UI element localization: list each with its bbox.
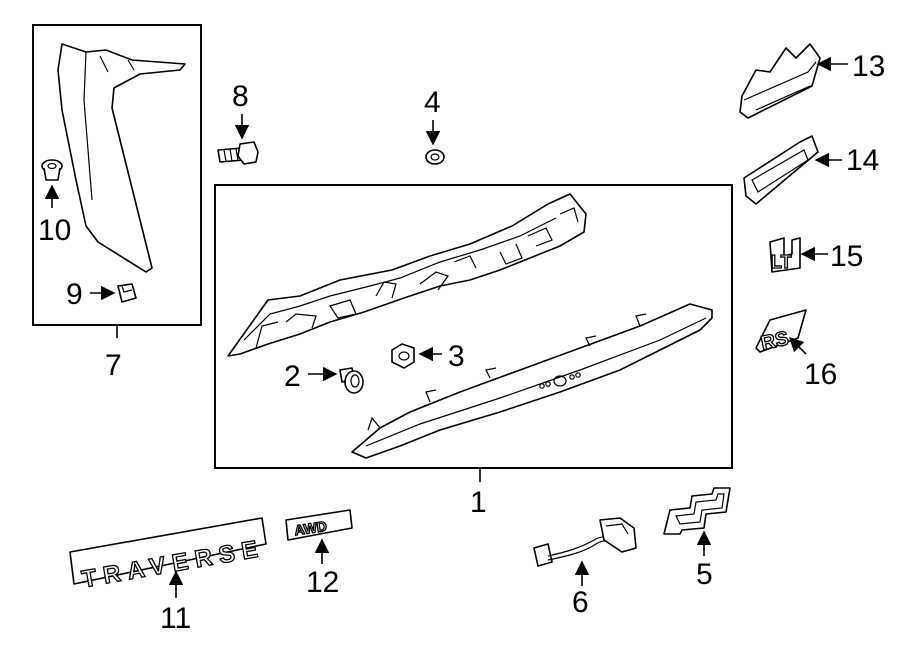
awd-badge-part: AWD [285, 509, 353, 541]
washer-4-part [425, 149, 445, 165]
callout-10: 10 [38, 214, 71, 247]
callout-3: 3 [448, 340, 465, 373]
callout-5: 5 [696, 558, 713, 591]
bolt-8-part [217, 141, 259, 165]
traverse-badge-part: TRAVERSE [69, 517, 267, 594]
emblem-13-part [739, 43, 821, 119]
pillar-trim-part [57, 43, 186, 273]
wiring-harness-part [533, 517, 637, 567]
callout-11: 11 [160, 602, 191, 635]
nut-3-part [391, 343, 415, 369]
callout-6: 6 [572, 586, 589, 619]
svg-text:RS: RS [759, 328, 791, 355]
svg-text:AWD: AWD [293, 518, 328, 538]
callout-13: 13 [852, 50, 885, 83]
lt-badge-part: LT [769, 237, 801, 273]
emblem-14-part [743, 135, 819, 205]
callout-14: 14 [846, 144, 879, 177]
callout-2: 2 [284, 360, 301, 393]
callout-16: 16 [804, 358, 837, 391]
callout-9: 9 [66, 278, 83, 311]
callout-12: 12 [306, 566, 339, 599]
main-group-box [214, 184, 733, 469]
svg-text:LT: LT [771, 252, 792, 272]
rs-badge-part: RS [755, 309, 807, 355]
callout-1: 1 [470, 486, 487, 519]
bolt-2-part [339, 367, 364, 394]
clip-10-part [41, 159, 63, 181]
clip-9-part [117, 283, 137, 303]
garnish-panel-part [351, 303, 713, 459]
bowtie-emblem-part [663, 487, 731, 535]
callout-7: 7 [105, 349, 122, 382]
callout-4: 4 [424, 86, 441, 119]
bracket-part [227, 193, 587, 357]
callout-8: 8 [232, 80, 249, 113]
callout-15: 15 [830, 240, 863, 273]
